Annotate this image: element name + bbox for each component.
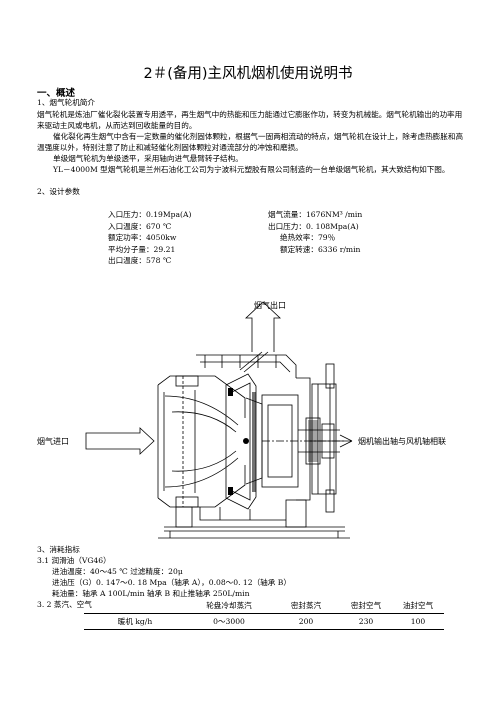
section-heading-overview: 一、概述 [37, 88, 76, 99]
table-header-cell [84, 598, 186, 614]
subsection-heading-consumption: 3、消耗指标 [37, 545, 80, 554]
table-cell: 230 [340, 613, 392, 630]
lube-oil-consumption: 耗油量：轴承 A 100L/min 轴承 B 和止推轴承 250L/min [52, 589, 250, 598]
outlet-arrow [244, 301, 282, 352]
table-row: 暖机 kg/h 0～3000 200 230 100 [84, 613, 444, 630]
design-params-right: 烟气流量：1676NM³ /min 出口压力：0. 108Mpa(A) 绝热效率… [268, 209, 362, 255]
inlet-arrow [85, 427, 155, 455]
param-inlet-temperature: 入口温度：670 ℃ [108, 221, 172, 231]
table-cell: 暖机 kg/h [84, 613, 186, 630]
shaft-arrow [310, 434, 353, 448]
page-title: 2＃(备用)主风机烟机使用说明书 [143, 66, 353, 82]
steam-air-table: 轮盘冷却蒸汽 密封蒸汽 密封空气 油封空气 暖机 kg/h 0～3000 200… [84, 598, 444, 630]
table-cell: 0～3000 [186, 613, 272, 630]
table-header-row: 轮盘冷却蒸汽 密封蒸汽 密封空气 油封空气 [84, 598, 444, 614]
diagram-label-inlet: 烟气进口 [37, 437, 69, 446]
lube-oil-pressure: 进油压（G）0. 147～0. 18 Mpa（轴承 A），0.08～0. 12（… [52, 578, 291, 587]
param-efficiency: 绝热效率：79％ [280, 233, 336, 242]
param-outlet-pressure: 出口压力：0. 108Mpa(A) [268, 221, 359, 231]
steam-air-heading: 3. 2 蒸汽、空气 [37, 600, 92, 609]
table-header-cell: 密封空气 [340, 598, 392, 614]
table-cell: 100 [392, 613, 444, 630]
table-header-cell: 密封蒸汽 [272, 598, 340, 614]
lube-oil-temp: 进油温度：40～45 ℃ 过滤精度：20μ [52, 567, 183, 576]
table-header-cell: 油封空气 [392, 598, 444, 614]
paragraph-intro-3: 单级烟气轮机为单级透平，采用轴向进气悬臂转子结构。 [53, 154, 243, 163]
param-rated-speed: 额定转速：6336 r/min [280, 244, 361, 254]
table-cell: 200 [272, 613, 340, 630]
subsection-heading-intro: 1、烟气轮机简介 [37, 98, 95, 107]
table-header-cell: 轮盘冷却蒸汽 [186, 598, 272, 614]
design-params-left: 入口压力：0.19Mpa(A) 入口温度：670 ℃ 额定功率：4050kw 平… [108, 209, 191, 267]
paragraph-intro-4: YL－4000M 型烟气轮机是兰州石油化工公司为宁波科元塑胶有限公司制造的一台单… [53, 165, 450, 174]
param-gas-flow: 烟气流量：1676NM³ /min [268, 210, 363, 219]
diagram-label-shaft: 烟机输出轴与风机轴相联 [358, 437, 446, 446]
param-outlet-temperature: 出口温度：578 ℃ [108, 256, 172, 265]
lube-oil-heading: 3.1 润滑油（VG46） [37, 556, 111, 565]
paragraph-intro-1: 烟气轮机是炼油厂催化裂化装置专用透平，再生烟气中的热能和压力能通过它膨胀作功，转… [37, 110, 463, 130]
param-rated-power: 额定功率：4050kw [108, 233, 177, 242]
param-molecular-weight: 平均分子量：29.21 [108, 244, 176, 254]
paragraph-intro-2: 催化裂化再生烟气中含有一定数量的催化剂固体颗粒，根据气一固两相流动的特点，烟气轮… [37, 132, 464, 152]
subsection-heading-design-params: 2、设计参数 [37, 187, 80, 196]
param-inlet-pressure: 入口压力：0.19Mpa(A) [108, 210, 192, 219]
